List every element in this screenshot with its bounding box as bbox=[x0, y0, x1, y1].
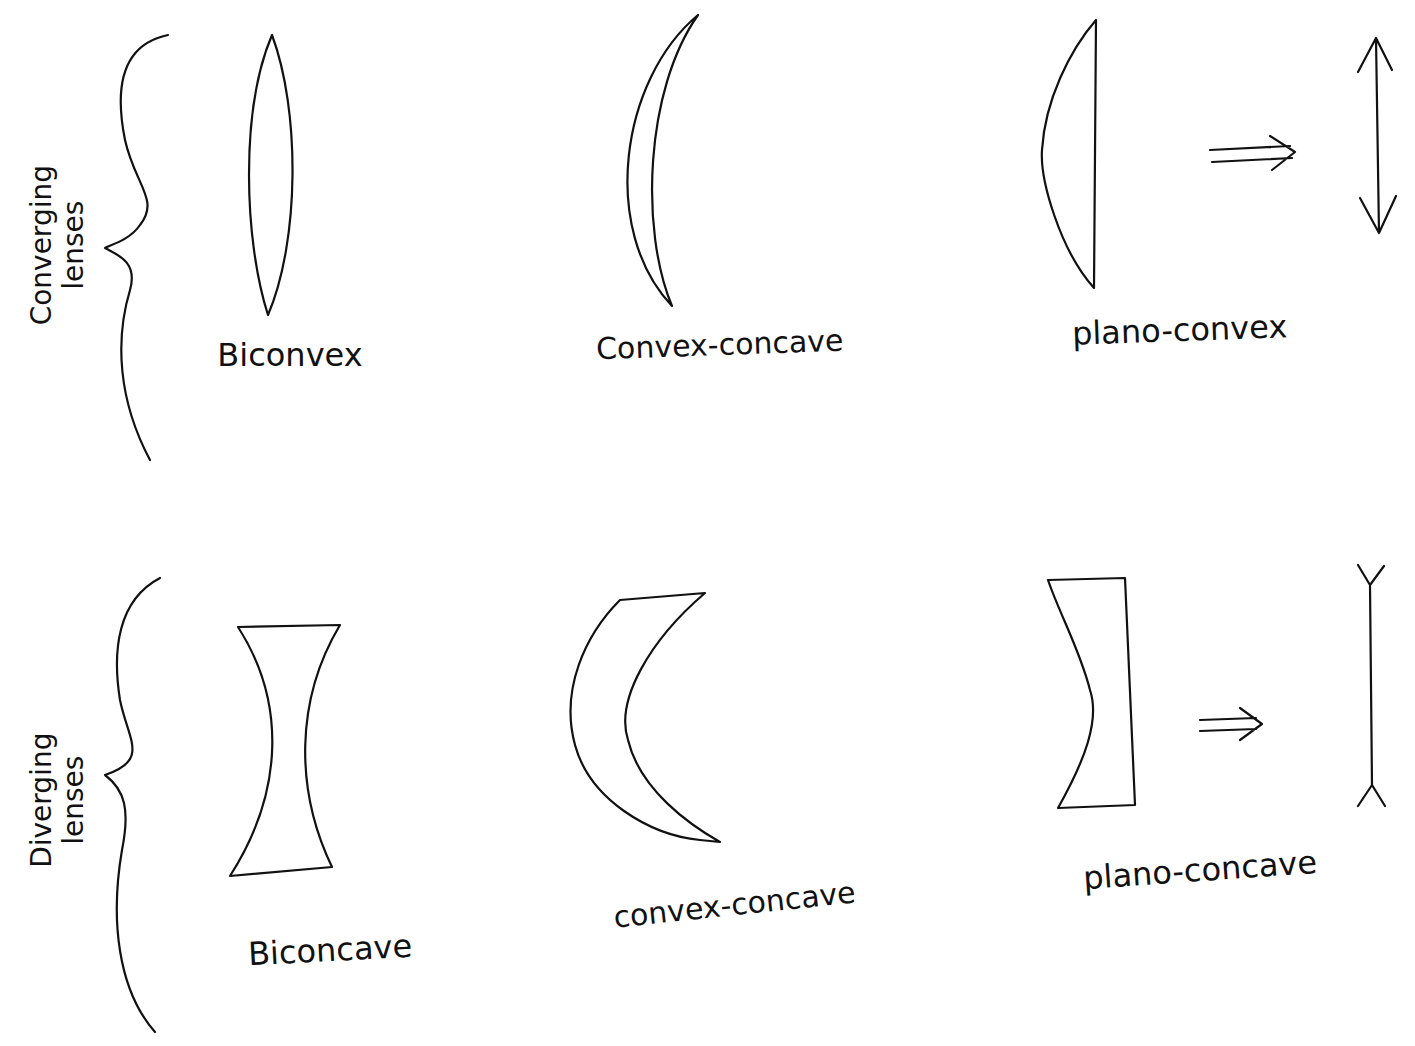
lens-name: plano-convex bbox=[1072, 308, 1288, 352]
biconvex-lens bbox=[249, 35, 293, 315]
group-label: Diverging lenses bbox=[26, 713, 90, 888]
implies-arrow bbox=[1210, 136, 1295, 170]
lens-name: convex-concave bbox=[612, 875, 857, 935]
meniscus-lens bbox=[627, 15, 698, 306]
lens-name: Convex-concave bbox=[596, 323, 845, 366]
meniscus-lens bbox=[571, 593, 720, 842]
lens-name: plano-concave bbox=[1082, 843, 1318, 896]
diverging-symbol bbox=[1358, 565, 1385, 806]
plano-concave-lens bbox=[1048, 578, 1135, 808]
brace bbox=[105, 35, 168, 460]
implies-arrow bbox=[1200, 708, 1262, 740]
brace bbox=[105, 578, 160, 1032]
lens-name: Biconvex bbox=[217, 337, 362, 374]
plano-convex-lens bbox=[1042, 20, 1096, 288]
lens-name: Biconcave bbox=[247, 927, 413, 972]
converging-symbol bbox=[1358, 38, 1396, 233]
group-label: Converging lenses bbox=[26, 158, 90, 333]
biconcave-lens bbox=[230, 625, 340, 876]
